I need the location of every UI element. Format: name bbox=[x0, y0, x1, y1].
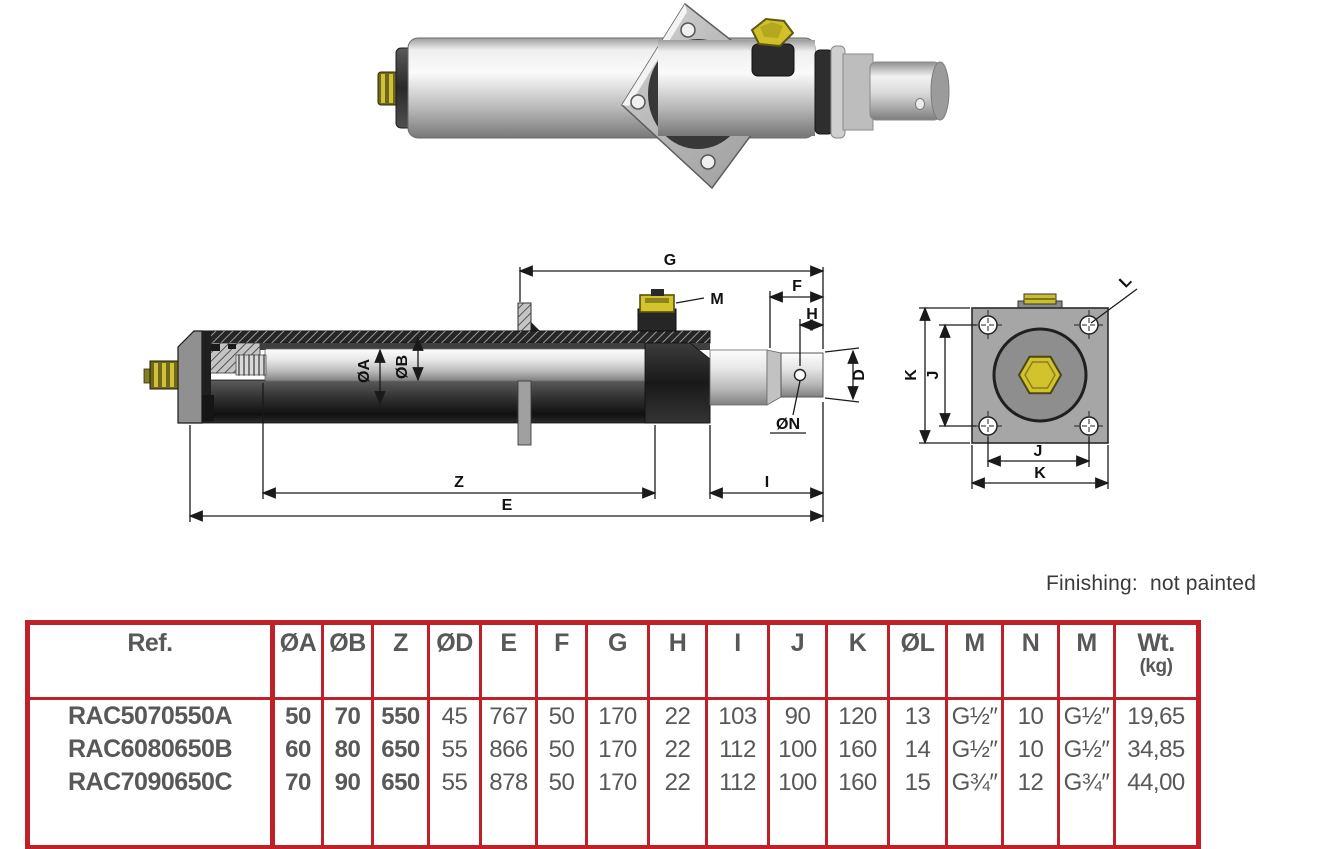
front-view-labels: K J J K L bbox=[903, 272, 1135, 482]
rear-port-fitting bbox=[143, 360, 179, 390]
table-row: RAC6080650B 60 80 650 55 866 50 170 22 1… bbox=[26, 733, 1200, 766]
side-view-dimensions bbox=[188, 265, 860, 522]
side-view-labels: G M F H D ØN I Z E ØA ØB bbox=[356, 252, 868, 514]
dim-label-ob: ØB bbox=[394, 355, 411, 379]
ref-cell: RAC5070550A bbox=[26, 698, 275, 733]
col-header-wt-unit: (kg) bbox=[1139, 656, 1173, 677]
col-header-f: F bbox=[535, 622, 588, 700]
table-filler-row bbox=[26, 799, 1200, 848]
dim-label-h: H bbox=[806, 306, 818, 323]
col-header-k: K bbox=[825, 622, 890, 700]
side-section-view bbox=[143, 289, 824, 446]
col-header-dl: ØL bbox=[887, 622, 948, 700]
col-header-z: Z bbox=[371, 622, 430, 700]
col-header-da: ØA bbox=[271, 622, 324, 700]
col-header-ref: Ref. bbox=[26, 622, 275, 700]
top-port-3d bbox=[750, 17, 795, 77]
dim-label-k-left: K bbox=[903, 369, 920, 381]
col-header-m1: M bbox=[945, 622, 1004, 700]
finishing-note: Finishing: not painted bbox=[1046, 572, 1257, 595]
col-header-dd: ØD bbox=[427, 622, 482, 700]
dim-label-z: Z bbox=[454, 474, 464, 491]
col-header-n: N bbox=[1001, 622, 1060, 700]
front-view bbox=[971, 293, 1109, 444]
dim-label-k-bottom: K bbox=[1034, 465, 1046, 482]
col-header-h: H bbox=[647, 622, 708, 700]
dim-label-oa: ØA bbox=[356, 359, 373, 383]
table-row: RAC7090650C 70 90 650 55 878 50 170 22 1… bbox=[26, 766, 1200, 799]
dim-label-on: ØN bbox=[776, 416, 800, 433]
col-header-wt: Wt.(kg) bbox=[1113, 622, 1200, 700]
dim-label-i: I bbox=[765, 474, 769, 491]
spec-table: Ref. ØA ØB Z ØD E F G H I J K ØL M N M W… bbox=[25, 620, 1201, 849]
ref-cell: RAC7090650C bbox=[26, 766, 275, 799]
technical-drawing: G M F H D ØN I Z E ØA ØB bbox=[143, 252, 1138, 522]
table-header-row: Ref. ØA ØB Z ØD E F G H I J K ØL M N M W… bbox=[26, 622, 1200, 700]
left-port-plug-3d bbox=[377, 47, 413, 129]
dim-label-d: D bbox=[851, 369, 868, 381]
dim-label-f: F bbox=[792, 278, 802, 295]
cylinder-3d-render bbox=[377, 2, 950, 190]
col-header-j: J bbox=[767, 622, 828, 700]
dim-label-m: M bbox=[710, 291, 723, 308]
col-header-db: ØB bbox=[321, 622, 374, 700]
col-header-i: I bbox=[705, 622, 770, 700]
rod-cross-hole bbox=[793, 368, 807, 382]
front-view-dimensions bbox=[919, 288, 1138, 489]
front-port-fitting bbox=[637, 289, 677, 332]
dim-label-j-bottom: J bbox=[1034, 443, 1043, 460]
dim-label-l: L bbox=[1116, 272, 1135, 291]
table-row: RAC5070550A 50 70 550 45 767 50 170 22 1… bbox=[26, 698, 1200, 733]
ref-cell: RAC6080650B bbox=[26, 733, 275, 766]
col-header-m2: M bbox=[1057, 622, 1116, 700]
col-header-e: E bbox=[479, 622, 538, 700]
rod-3d bbox=[814, 45, 950, 139]
col-header-g: G bbox=[585, 622, 650, 700]
dim-label-e: E bbox=[502, 497, 513, 514]
dim-label-g: G bbox=[664, 252, 676, 269]
dim-label-j-left: J bbox=[925, 371, 942, 380]
